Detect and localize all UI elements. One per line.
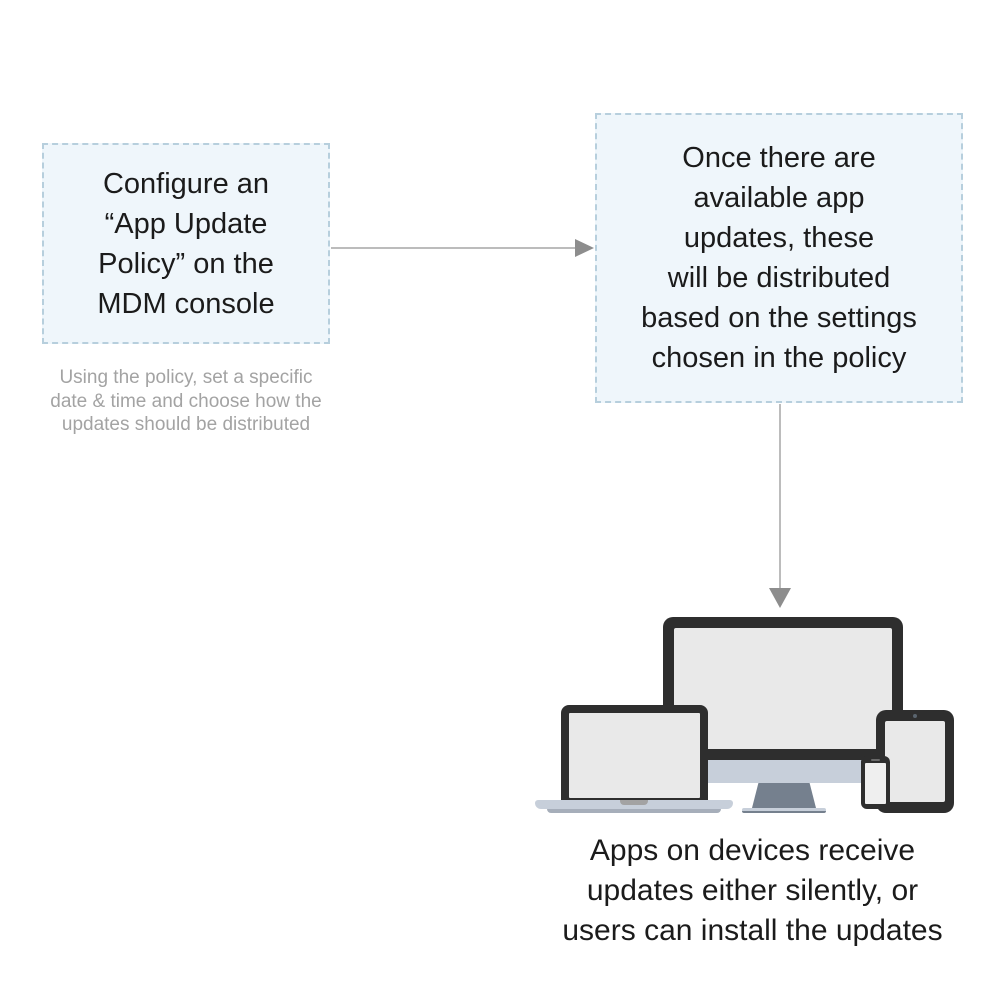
desktop-monitor-stand [752,783,816,808]
desktop-monitor-stand-base [742,808,826,813]
arrow-right-icon [331,247,577,249]
desktop-monitor-chin [672,760,894,783]
tablet-screen [885,721,945,802]
tablet-camera-dot [913,714,917,718]
laptop-hinge-notch [620,800,648,805]
step2-updates-distributed-box: Once there are available app updates, th… [595,113,963,403]
laptop-screen [569,713,700,798]
step3-devices-receive-updates-caption: Apps on devices receive updates either s… [562,834,943,947]
step1-policy-details-caption: Using the policy, set a specific date & … [50,367,322,435]
smartphone-speaker [871,759,880,761]
desktop-monitor-screen [674,628,892,749]
arrow-right-head-icon [575,239,594,257]
arrow-down-head-icon [769,588,791,608]
smartphone-screen [865,763,886,804]
laptop-base-shadow [547,809,721,813]
arrow-down-icon [779,404,781,590]
step1-configure-policy-box: Configure an “App Update Policy” on the … [42,143,330,344]
